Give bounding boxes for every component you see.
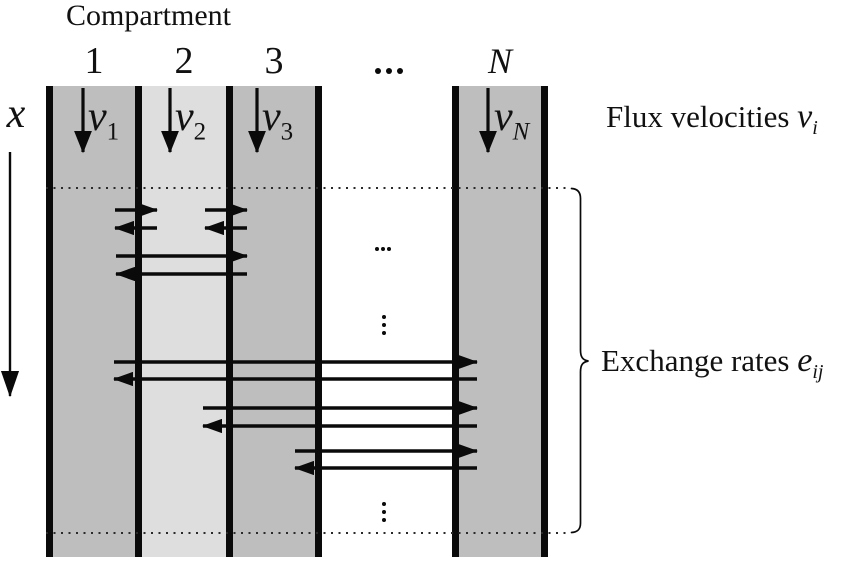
flux-velocity-label-N: vN (494, 94, 530, 146)
flux-velocity-label-2: v2 (175, 94, 207, 146)
compartment-number-3: 3 (264, 40, 284, 82)
gap-ellipsis-icon (375, 247, 391, 251)
exchange-rates-annotation: Exchange rates eij (601, 342, 824, 384)
compartment-wall-left-N (452, 86, 459, 557)
flux-velocity-label-1: v1 (88, 94, 120, 146)
compartment-wall-left-1 (46, 86, 53, 557)
flux-velocity-label-3: v3 (262, 94, 294, 146)
exchange-zone-brace (570, 187, 589, 534)
header-ellipsis-icon (375, 68, 403, 74)
compartment-number-2: 2 (174, 40, 194, 82)
compartment-column-N (459, 86, 541, 557)
compartment-wall-2-3 (226, 86, 233, 557)
bottom-vertical-ellipsis-icon (382, 502, 386, 522)
compartment-number-N: N (487, 41, 512, 81)
compartment-wall-right-3 (315, 86, 322, 557)
compartment-wall-right-N (541, 86, 548, 557)
diagram-title: Compartment (66, 0, 231, 32)
compartment-column-3 (233, 86, 315, 557)
compartment-column-2 (142, 86, 226, 557)
x-axis-label: x (6, 91, 26, 137)
compartment-column-1 (53, 86, 135, 557)
compartment-number-1: 1 (84, 40, 104, 82)
flux-velocities-annotation: Flux velocities vi (606, 98, 818, 140)
gap-vertical-ellipsis-icon (382, 315, 386, 335)
compartment-wall-1-2 (135, 86, 142, 557)
